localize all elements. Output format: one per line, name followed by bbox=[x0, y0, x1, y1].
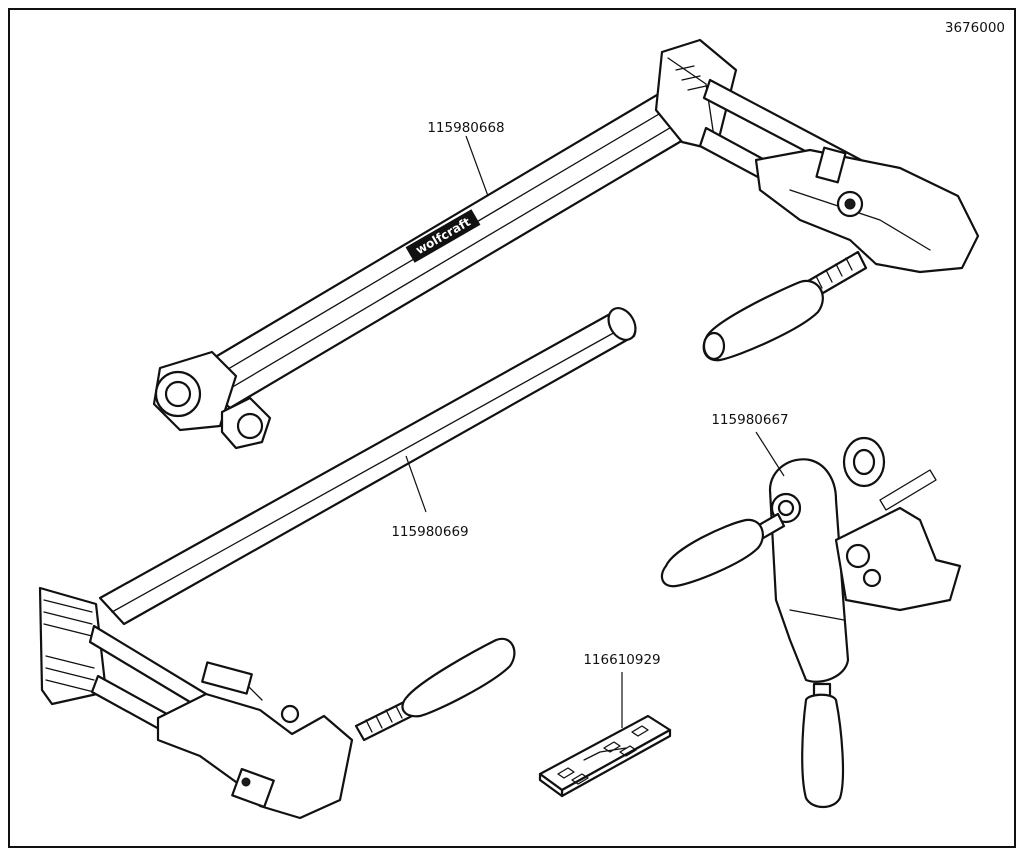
leader-115980669 bbox=[405, 455, 427, 513]
clamp-head-side-handle bbox=[660, 518, 764, 588]
spacer-plate-body bbox=[538, 714, 672, 792]
spacer-plate bbox=[538, 714, 672, 798]
part-number-115980669: 115980669 bbox=[391, 524, 468, 540]
lower-clamp-assembly bbox=[38, 307, 637, 820]
drawing-border bbox=[8, 8, 1016, 848]
lower-clamp-end-block bbox=[38, 586, 108, 706]
leader-115980667 bbox=[755, 431, 785, 477]
part-number-115980668: 115980668 bbox=[427, 120, 504, 136]
reference-number: 3676000 bbox=[945, 20, 1005, 36]
part-number-116610929: 116610929 bbox=[583, 652, 660, 668]
lower-handle bbox=[401, 637, 516, 718]
lower-clamp-head bbox=[156, 692, 354, 820]
clamp-head-body bbox=[768, 458, 850, 683]
part-number-115980667: 115980667 bbox=[711, 412, 788, 428]
clamp-head-lower-handle bbox=[801, 693, 845, 809]
lower-clamp-bar bbox=[98, 311, 637, 626]
upper-clamp-assembly: wolfcraft bbox=[152, 38, 980, 450]
leader-115980668 bbox=[465, 135, 489, 197]
upper-clamp-head bbox=[754, 148, 980, 274]
upper-clamp-bar bbox=[188, 90, 702, 410]
clamp-head-assembly bbox=[660, 436, 962, 809]
